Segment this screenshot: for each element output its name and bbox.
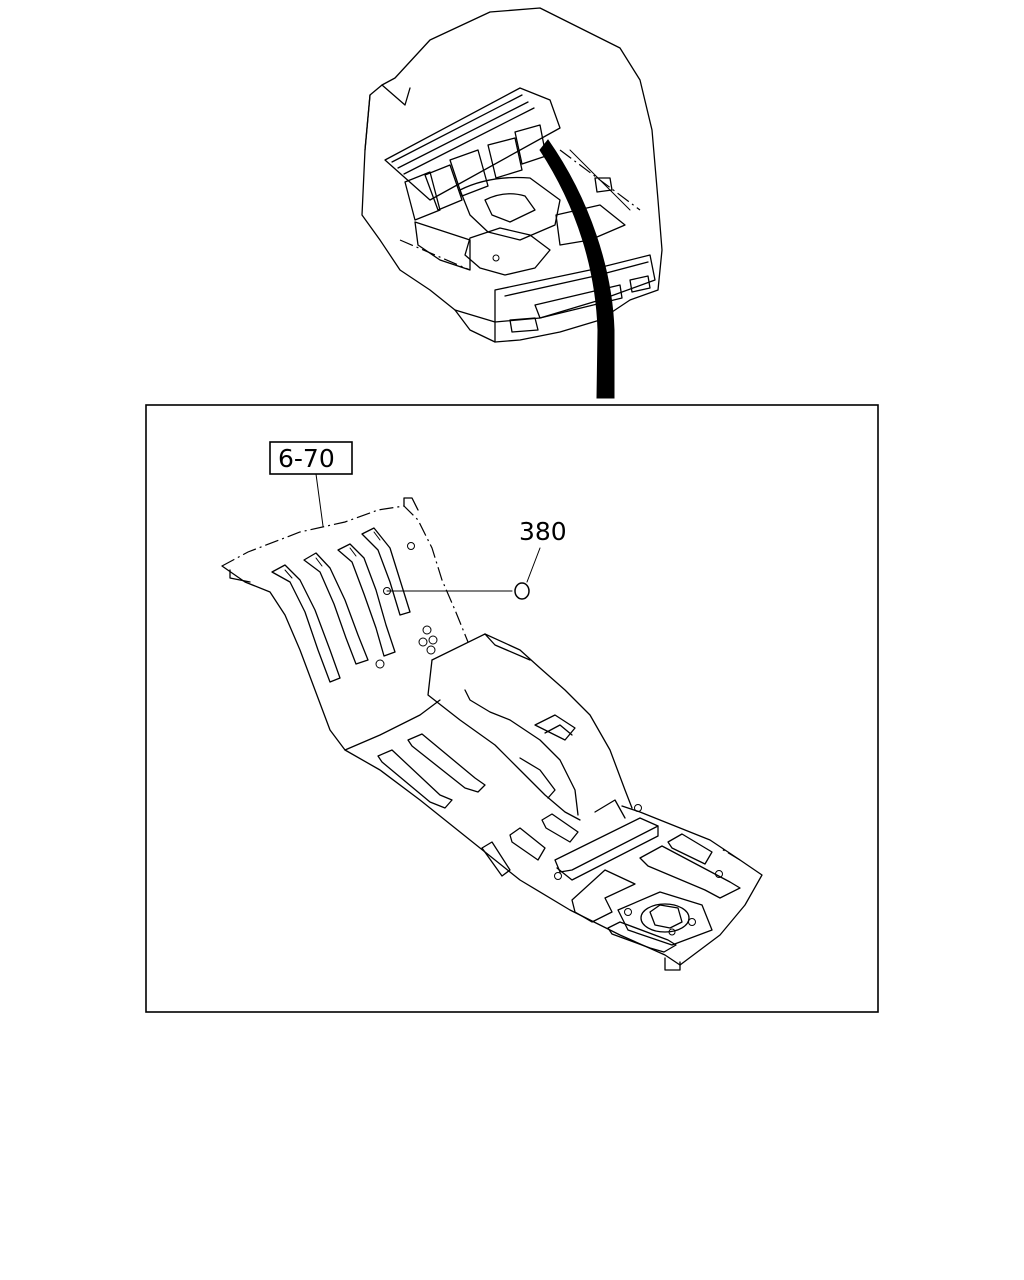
floor-panel-illustration [221,497,763,971]
detail-frame [145,404,879,1013]
callout-marker [514,582,530,600]
cab-overview-illustration [361,7,663,343]
reference-tag-6-70[interactable]: 6-70 [269,441,353,527]
reference-leader-line [315,473,324,527]
callout-pointer [526,547,541,583]
part-number-label: 380 [519,517,567,546]
reference-tag-box [269,441,353,475]
zoom-leader-line [539,139,615,399]
part-callout-380[interactable]: 380 [386,517,567,600]
reference-tag-label: 6-70 [278,444,335,473]
